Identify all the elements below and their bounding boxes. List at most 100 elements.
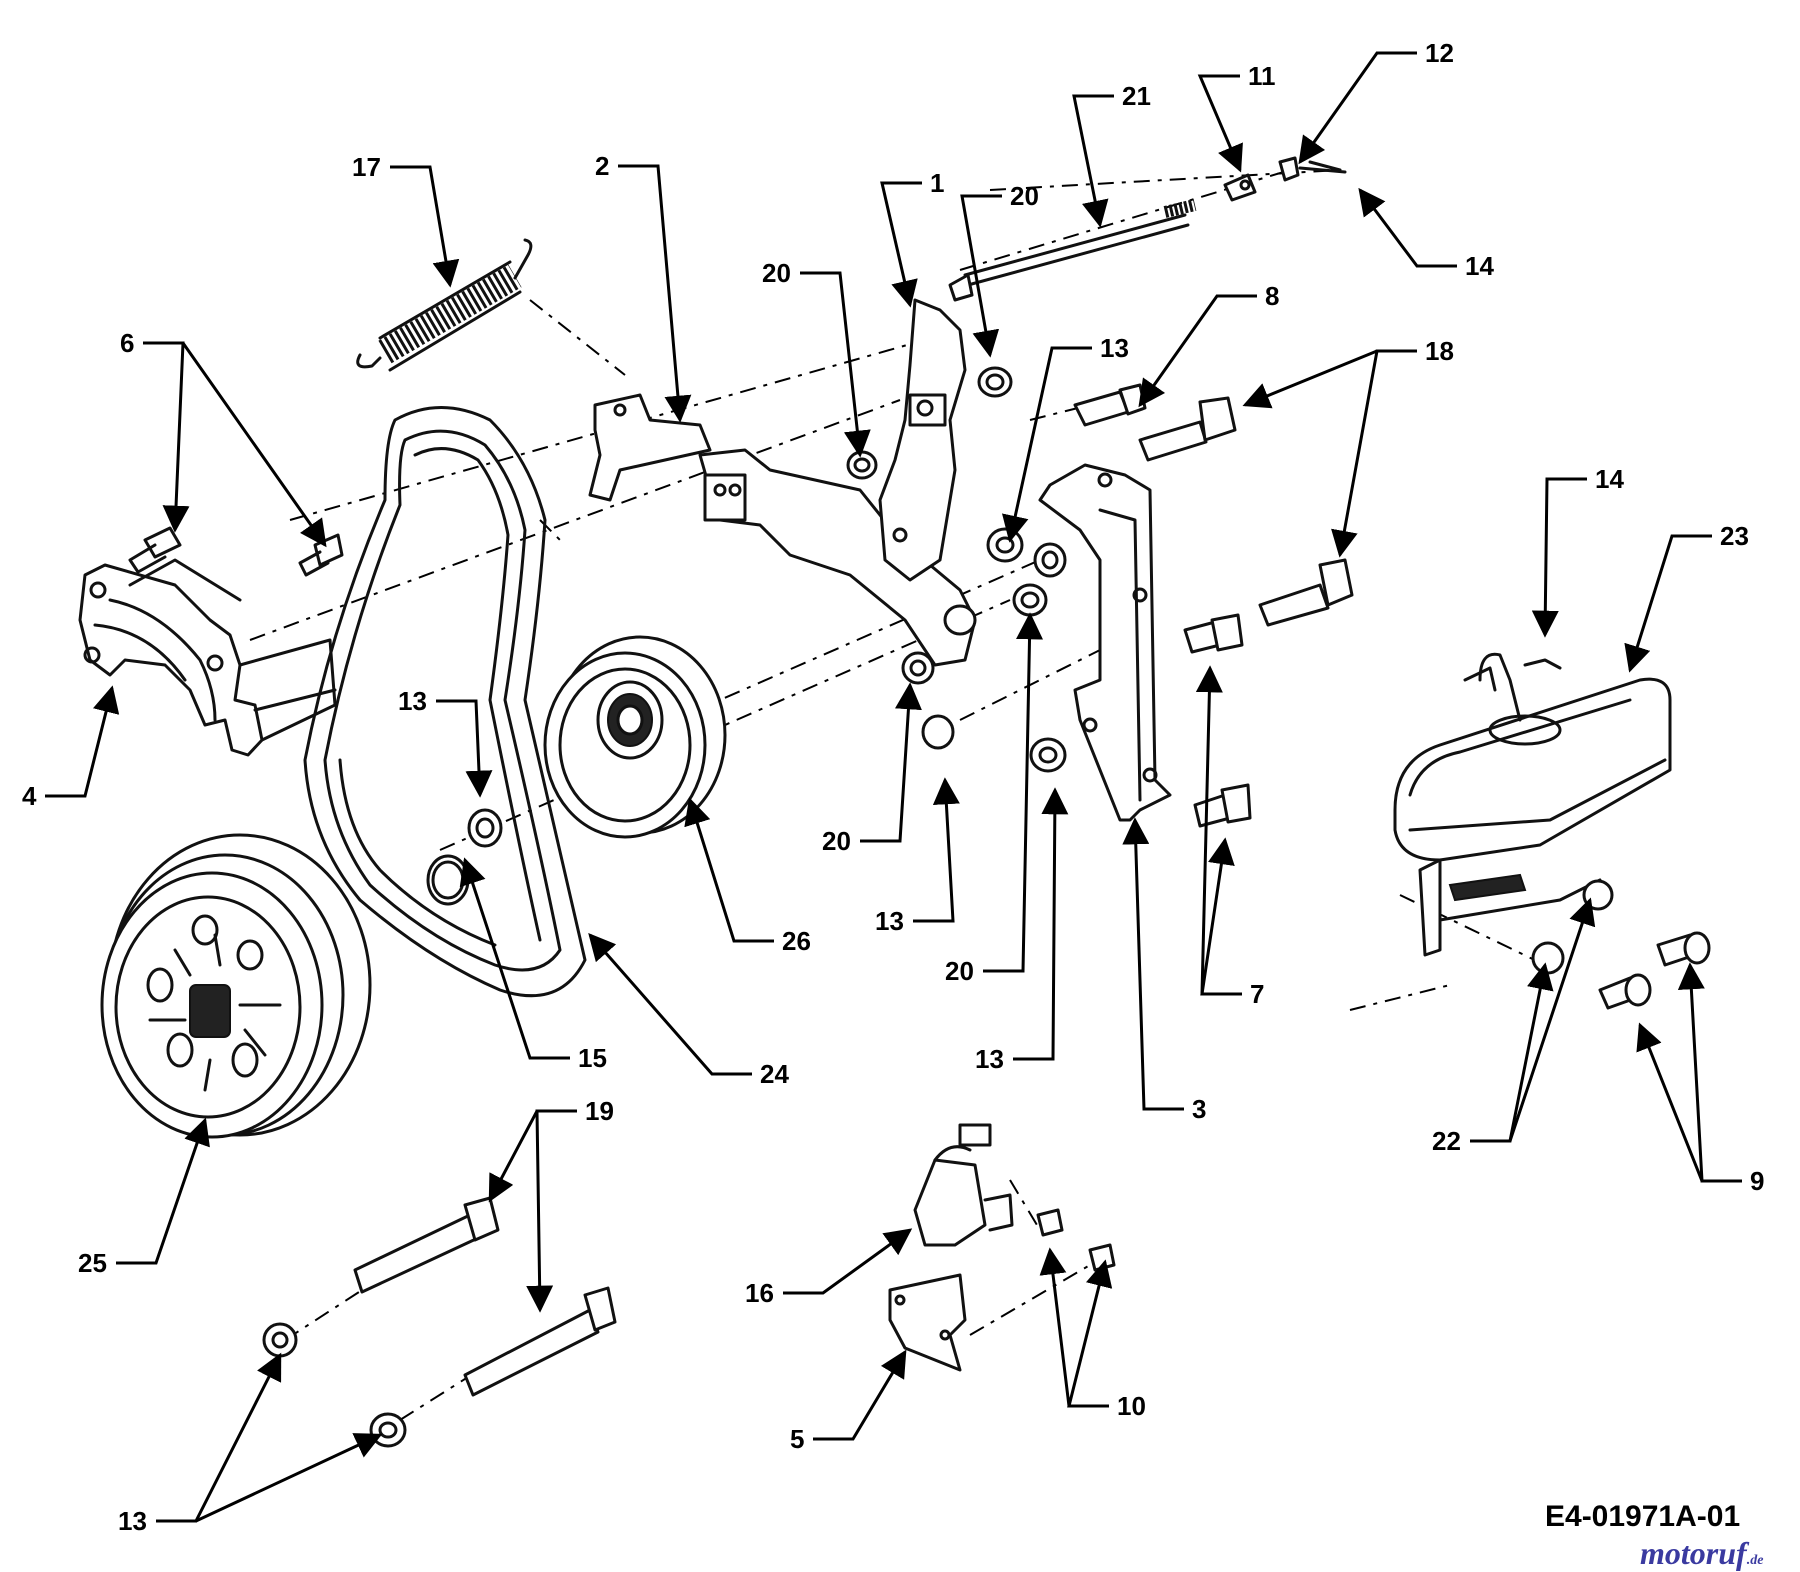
leader-line-10 xyxy=(1039,1247,1109,1408)
switch-16 xyxy=(913,1123,1014,1247)
leader-line-20 xyxy=(960,194,1002,358)
leader-line-19 xyxy=(488,1109,577,1203)
bracket-3 xyxy=(1038,463,1172,822)
callout-12: 12 xyxy=(1425,38,1454,68)
callout-14: 14 xyxy=(1595,464,1624,494)
leader-line-22 xyxy=(1470,962,1554,1143)
leader-line-3 xyxy=(1122,817,1184,1111)
leader-line-16 xyxy=(783,1228,913,1295)
leader-line-13 xyxy=(1013,787,1069,1061)
callout-13: 13 xyxy=(118,1506,147,1536)
callout-7: 7 xyxy=(1250,979,1264,1009)
callout-1: 1 xyxy=(930,168,944,198)
spring-17 xyxy=(356,238,533,372)
leader-line-6 xyxy=(143,341,190,533)
callout-2: 2 xyxy=(595,151,609,181)
callout-20: 20 xyxy=(762,258,791,288)
callout-23: 23 xyxy=(1720,521,1749,551)
callout-13: 13 xyxy=(975,1044,1004,1074)
callout-20: 20 xyxy=(822,826,851,856)
leader-line-20 xyxy=(860,682,922,843)
idler-arm-2 xyxy=(588,393,977,667)
leader-line-25 xyxy=(116,1117,210,1265)
leader-line-13 xyxy=(156,1433,383,1523)
lever-plate-1 xyxy=(878,298,967,582)
bracket-plate-4 xyxy=(78,558,337,757)
housing-23 xyxy=(1393,652,1672,957)
leader-line-13 xyxy=(436,699,493,798)
long-bolts-19 xyxy=(262,1196,617,1448)
brand-tld: .de xyxy=(1746,1553,1764,1568)
leader-line-14 xyxy=(1531,477,1587,638)
leader-line-17 xyxy=(390,165,460,288)
leader-line-20 xyxy=(800,271,871,458)
callout-11: 11 xyxy=(1248,61,1276,91)
leader-line-20 xyxy=(983,612,1044,973)
callout-19: 19 xyxy=(585,1096,614,1126)
drawing-code: E4-01971A-01 xyxy=(1545,1500,1741,1533)
leader-line-26 xyxy=(684,797,774,943)
callout-13: 13 xyxy=(875,906,904,936)
callout-3: 3 xyxy=(1192,1094,1206,1124)
leader-line-12 xyxy=(1298,51,1417,165)
leader-line-10 xyxy=(1067,1259,1113,1408)
leader-line-9 xyxy=(1677,962,1742,1183)
callout-6: 6 xyxy=(120,328,134,358)
nut-13-a xyxy=(467,808,503,848)
leader-line-4 xyxy=(45,685,120,798)
callout-20: 20 xyxy=(945,956,974,986)
callout-labels: 1234567891011121313131313141415161718192… xyxy=(22,38,1764,1536)
callout-26: 26 xyxy=(782,926,811,956)
control-rod-21 xyxy=(948,156,1347,302)
callout-9: 9 xyxy=(1750,1166,1764,1196)
callout-14: 14 xyxy=(1465,251,1494,281)
leader-line-5 xyxy=(813,1349,907,1441)
leader-line-21 xyxy=(1072,94,1114,228)
callout-20: 20 xyxy=(1010,181,1039,211)
nuts-and-washers xyxy=(846,366,1067,773)
callout-24: 24 xyxy=(760,1059,789,1089)
leader-line-8 xyxy=(1138,294,1257,408)
leader-line-9 xyxy=(1636,1022,1742,1183)
leader-line-14 xyxy=(1358,187,1457,268)
callout-leaders xyxy=(45,51,1742,1523)
leader-line-15 xyxy=(459,857,570,1060)
callout-16: 16 xyxy=(745,1278,774,1308)
idler-pulley-26 xyxy=(543,635,727,839)
callout-4: 4 xyxy=(22,781,37,811)
callout-17: 17 xyxy=(352,152,381,182)
leader-line-24 xyxy=(588,932,752,1076)
leader-line-18 xyxy=(1242,349,1417,409)
callout-10: 10 xyxy=(1117,1391,1146,1421)
brand-name: motoruf xyxy=(1640,1535,1747,1571)
bolts-8-18-7 xyxy=(1073,383,1354,828)
leader-line-18 xyxy=(1331,349,1417,558)
callout-13: 13 xyxy=(398,686,427,716)
leader-line-2 xyxy=(618,164,692,423)
callout-5: 5 xyxy=(790,1424,804,1454)
leader-line-19 xyxy=(526,1109,577,1313)
leader-line-13 xyxy=(1002,346,1092,543)
pulley-25 xyxy=(100,833,372,1139)
callout-13: 13 xyxy=(1100,333,1129,363)
leader-line-1 xyxy=(880,181,922,308)
leader-line-7 xyxy=(1200,837,1242,996)
leader-line-6 xyxy=(143,341,327,548)
leader-line-22 xyxy=(1470,897,1596,1143)
leader-line-23 xyxy=(1624,534,1712,673)
leader-line-13 xyxy=(156,1352,282,1523)
leader-line-11 xyxy=(1197,74,1243,173)
callout-25: 25 xyxy=(78,1248,107,1278)
belt-24 xyxy=(303,406,587,998)
callout-18: 18 xyxy=(1425,336,1454,366)
screws-10 xyxy=(1036,1208,1116,1272)
leader-line-13 xyxy=(913,777,960,923)
callout-21: 21 xyxy=(1122,81,1151,111)
callout-8: 8 xyxy=(1265,281,1279,311)
brand-logo: motoruf.de xyxy=(1640,1535,1763,1572)
snap-ring-15 xyxy=(426,854,470,906)
plate-5 xyxy=(888,1273,967,1372)
callout-22: 22 xyxy=(1432,1126,1461,1156)
callout-15: 15 xyxy=(578,1043,607,1073)
